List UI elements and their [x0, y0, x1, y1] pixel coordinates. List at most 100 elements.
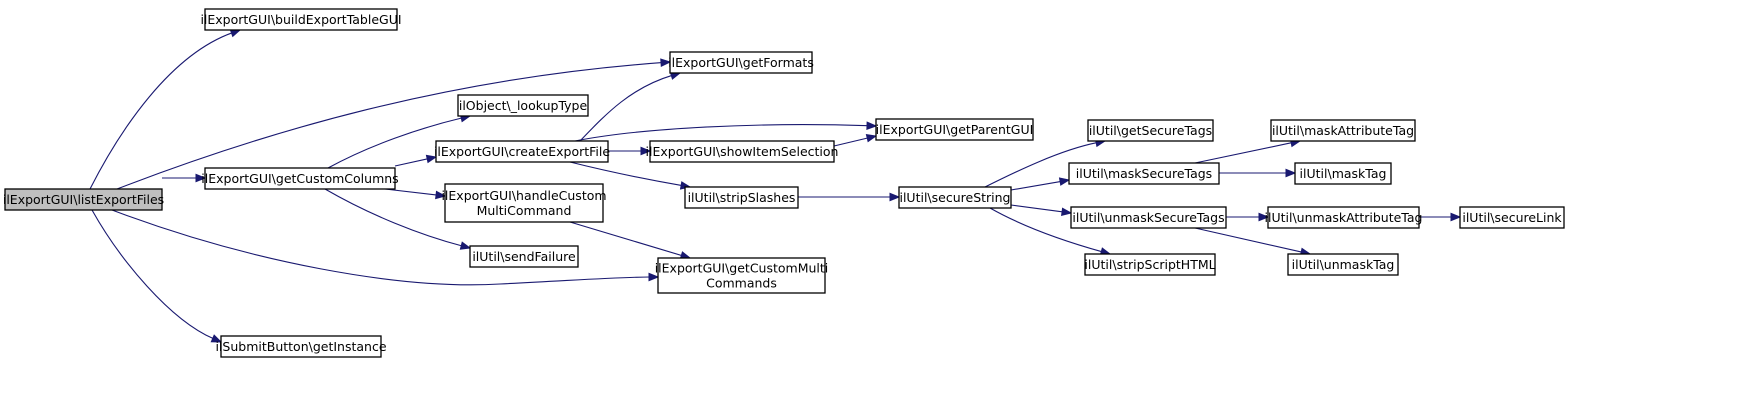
node-label: ilUtil\secureLink	[1462, 210, 1562, 225]
node-box	[875, 118, 1034, 141]
node-lookupType[interactable]: ilObject\_lookupType	[457, 94, 589, 117]
node-maskAttributeTag[interactable]: ilUtil\maskAttributeTag	[1270, 119, 1416, 142]
node-box	[1270, 119, 1416, 142]
node-box	[204, 8, 398, 31]
arrowhead-icon	[1058, 177, 1071, 186]
node-box	[1459, 206, 1565, 229]
edge-line	[394, 158, 429, 167]
node-unmaskSecureTags[interactable]: ilUtil\unmaskSecureTags	[1070, 206, 1227, 229]
arrowhead-icon	[648, 272, 660, 282]
node-label: ilUtil\sendFailure	[472, 249, 576, 264]
node-box	[898, 186, 1012, 209]
edge-maskSecureTags-to-maskTag	[1219, 168, 1297, 178]
edge-unmaskSecureTags-to-unmaskTag	[1194, 227, 1312, 257]
node-createExportFile[interactable]: ilExportGUI\createExportFile	[434, 140, 610, 163]
node-box	[657, 257, 826, 294]
node-unmaskAttributeTag[interactable]: ilUtil\unmaskAttributeTag	[1265, 206, 1423, 229]
node-maskTag[interactable]: ilUtil\maskTag	[1294, 162, 1392, 185]
node-label: ilUtil\unmaskAttributeTag	[1265, 210, 1423, 225]
node-secureString[interactable]: ilUtil\secureString	[898, 186, 1012, 209]
node-label: ilExportGUI\getFormats	[668, 55, 814, 70]
edge-line	[984, 142, 1098, 188]
node-label: MultiCommand	[477, 203, 572, 218]
node-label: ilExportGUI\showItemSelection	[646, 144, 839, 159]
node-label: ilExportGUI\createExportFile	[434, 144, 610, 159]
arrowhead-icon	[210, 334, 223, 343]
edge-layer	[89, 29, 1462, 343]
node-box	[669, 51, 813, 74]
node-label: ilUtil\maskSecureTags	[1076, 166, 1212, 181]
edge-unmaskSecureTags-to-unmaskAttributeTag	[1226, 212, 1270, 222]
node-showItemSelection[interactable]: ilExportGUI\showItemSelection	[646, 140, 839, 163]
node-label: ilExportGUI\getCustomColumns	[201, 171, 398, 186]
node-label: ilUtil\stripScriptHTML	[1084, 257, 1215, 272]
edge-listExportFiles-to-buildExportTableGUI	[89, 29, 242, 190]
edge-line	[569, 221, 683, 257]
node-stripScriptHTML[interactable]: ilUtil\stripScriptHTML	[1084, 253, 1216, 276]
node-box	[1087, 119, 1214, 142]
node-unmaskTag[interactable]: ilUtil\unmaskTag	[1287, 253, 1399, 276]
edge-listExportFiles-to-getCustomMultiCommands	[111, 209, 660, 286]
arrowhead-icon	[866, 121, 878, 131]
edge-line	[89, 32, 233, 190]
node-getFormats[interactable]: ilExportGUI\getFormats	[668, 51, 814, 74]
arrowhead-icon	[459, 241, 472, 250]
node-getInstance[interactable]: ilSubmitButton\getInstance	[215, 335, 387, 358]
edge-line	[384, 188, 438, 196]
edge-line	[91, 209, 214, 340]
node-box	[469, 245, 579, 268]
edge-line	[569, 161, 683, 187]
node-layer: ilExportGUI\listExportFiles ilExportGUI\b…	[3, 8, 1565, 358]
edge-line	[1010, 180, 1062, 191]
node-box	[1068, 162, 1220, 185]
node-label: ilUtil\stripSlashes	[688, 190, 796, 205]
arrowhead-icon	[1061, 207, 1073, 217]
node-label: ilExportGUI\handleCustom	[441, 188, 606, 203]
node-box	[444, 183, 604, 223]
arrowhead-icon	[1450, 212, 1462, 222]
node-box	[684, 186, 799, 209]
edge-getCustomColumns-to-sendFailure	[324, 188, 472, 250]
node-maskSecureTags[interactable]: ilUtil\maskSecureTags	[1068, 162, 1220, 185]
node-label: ilUtil\getSecureTags	[1089, 123, 1212, 138]
node-getParentGUI[interactable]: ilExportGUI\getParentGUI	[875, 118, 1034, 141]
node-label: ilUtil\maskTag	[1300, 166, 1387, 181]
edge-line	[574, 124, 869, 142]
edge-createExportFile-to-getParentGUI	[574, 121, 878, 142]
edge-stripSlashes-to-secureString	[798, 192, 901, 202]
node-box	[457, 94, 589, 117]
edge-handleCustomMultiCommand-to-getCustomMultiCommands	[569, 221, 692, 260]
arrowhead-icon	[1258, 212, 1270, 222]
node-label: ilExportGUI\buildExportTableGUI	[200, 12, 401, 27]
node-listExportFiles[interactable]: ilExportGUI\listExportFiles	[3, 188, 164, 211]
node-label: ilUtil\unmaskSecureTags	[1072, 210, 1224, 225]
edge-secureString-to-maskSecureTags	[1010, 177, 1071, 191]
edge-listExportFiles-to-getInstance	[91, 209, 223, 343]
arrowhead-icon	[660, 58, 672, 68]
edge-line	[989, 207, 1103, 253]
arrowhead-icon	[640, 146, 652, 156]
node-box	[1287, 253, 1399, 276]
edge-secureString-to-unmaskSecureTags	[1010, 204, 1073, 217]
arrowhead-icon	[435, 190, 447, 200]
node-label: ilUtil\secureString	[899, 190, 1010, 205]
arrowhead-icon	[195, 173, 207, 183]
arrowhead-icon	[425, 154, 438, 164]
node-label: ilExportGUI\listExportFiles	[3, 192, 164, 207]
edge-unmaskAttributeTag-to-secureLink	[1419, 212, 1462, 222]
arrowhead-icon	[865, 133, 878, 143]
node-secureLink[interactable]: ilUtil\secureLink	[1459, 206, 1565, 229]
edge-showItemSelection-to-getParentGUI	[833, 133, 878, 147]
edge-line	[1010, 204, 1064, 213]
node-sendFailure[interactable]: ilUtil\sendFailure	[469, 245, 579, 268]
node-getCustomColumns[interactable]: ilExportGUI\getCustomColumns	[201, 167, 399, 190]
node-stripSlashes[interactable]: ilUtil\stripSlashes	[684, 186, 799, 209]
node-getSecureTags[interactable]: ilUtil\getSecureTags	[1087, 119, 1214, 142]
node-label: Commands	[706, 276, 777, 291]
node-buildExportTableGUI[interactable]: ilExportGUI\buildExportTableGUI	[200, 8, 402, 31]
node-label: ilExportGUI\getParentGUI	[876, 122, 1034, 137]
edge-line	[327, 117, 463, 169]
arrowhead-icon	[1285, 168, 1297, 178]
